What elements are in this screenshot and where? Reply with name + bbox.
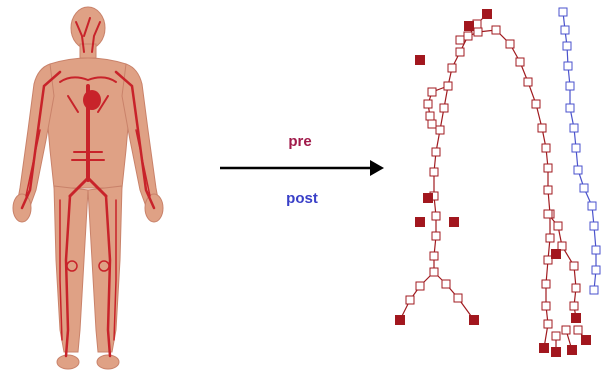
post-graph-node bbox=[561, 26, 569, 34]
pre-graph-node bbox=[546, 234, 554, 242]
pre-graph-node bbox=[558, 242, 566, 250]
pre-graph-node bbox=[570, 262, 578, 270]
post-graph-node bbox=[574, 166, 582, 174]
arrow-head bbox=[370, 160, 384, 176]
pre-graph-node bbox=[430, 252, 438, 260]
pre-graph-node bbox=[456, 36, 464, 44]
pre-graph-nodes bbox=[396, 10, 591, 357]
pre-graph-leaf-node bbox=[552, 348, 561, 357]
pre-graph-leaf-node bbox=[572, 314, 581, 323]
post-graph-node bbox=[563, 42, 571, 50]
post-label: post bbox=[286, 190, 318, 207]
pre-graph-node bbox=[538, 124, 546, 132]
post-graph-node bbox=[592, 246, 600, 254]
pre-graph-node bbox=[544, 164, 552, 172]
pre-graph-node bbox=[444, 82, 452, 90]
post-graph-node bbox=[590, 222, 598, 230]
post-graph-node bbox=[566, 104, 574, 112]
pre-graph-node bbox=[426, 112, 434, 120]
human-body-illustration bbox=[13, 7, 163, 369]
pre-graph-node bbox=[436, 126, 444, 134]
pre-graph-leaf-node bbox=[416, 218, 425, 227]
pre-graph-leaf-node bbox=[396, 316, 405, 325]
pre-graph-leaf-node bbox=[540, 344, 549, 353]
pre-graph-node bbox=[442, 280, 450, 288]
pre-graph-edges bbox=[400, 14, 586, 352]
pre-graph-leaf-node bbox=[450, 218, 459, 227]
pre-graph-node bbox=[448, 64, 456, 72]
pre-graph-node bbox=[464, 32, 472, 40]
pre-graph-node bbox=[428, 88, 436, 96]
pre-graph-node bbox=[432, 148, 440, 156]
pre-graph-node bbox=[428, 120, 436, 128]
pre-graph-node bbox=[432, 232, 440, 240]
pre-graph-node bbox=[473, 20, 481, 28]
post-graph-node bbox=[580, 184, 588, 192]
pre-graph-leaf-node bbox=[470, 316, 479, 325]
pre-graph-node bbox=[454, 294, 462, 302]
post-graph-node bbox=[566, 82, 574, 90]
pre-graph-leaf-node bbox=[582, 336, 591, 345]
pre-graph-leaf-node bbox=[483, 10, 492, 19]
post-graph-node bbox=[588, 202, 596, 210]
pre-graph-node bbox=[506, 40, 514, 48]
transform-arrow: pre post bbox=[220, 133, 384, 207]
post-graph-node bbox=[572, 144, 580, 152]
pre-graph-leaf-node bbox=[416, 56, 425, 65]
pre-graph-node bbox=[544, 186, 552, 194]
post-graph-node bbox=[564, 62, 572, 70]
pre-graph-node bbox=[406, 296, 414, 304]
pre-graph-node bbox=[424, 100, 432, 108]
pre-graph-node bbox=[542, 280, 550, 288]
pre-graph-node bbox=[416, 282, 424, 290]
pre-graph-node bbox=[542, 144, 550, 152]
post-graph-node bbox=[570, 124, 578, 132]
pre-graph-node bbox=[554, 222, 562, 230]
pre-graph-node bbox=[492, 26, 500, 34]
pre-graph-leaf-node bbox=[552, 250, 561, 259]
graph-edge bbox=[400, 272, 434, 320]
pre-graph-node bbox=[552, 332, 560, 340]
pre-graph-node bbox=[570, 302, 578, 310]
pre-graph-node bbox=[572, 284, 580, 292]
pre-graph-node bbox=[430, 268, 438, 276]
vessel-graph bbox=[396, 8, 601, 357]
pre-graph-leaf-node bbox=[568, 346, 577, 355]
pre-graph-node bbox=[562, 326, 570, 334]
pre-graph-node bbox=[474, 28, 482, 36]
pre-graph-node bbox=[544, 210, 552, 218]
pre-graph-node bbox=[532, 100, 540, 108]
graph-edge bbox=[460, 30, 550, 324]
post-graph-node bbox=[592, 266, 600, 274]
post-graph-node bbox=[559, 8, 567, 16]
pre-graph-node bbox=[544, 256, 552, 264]
pre-graph-node bbox=[542, 302, 550, 310]
heart-shape bbox=[83, 90, 101, 110]
post-graph-node bbox=[590, 286, 598, 294]
pre-graph-node bbox=[456, 48, 464, 56]
pre-graph-node bbox=[524, 78, 532, 86]
pre-label: pre bbox=[288, 133, 311, 150]
pre-graph-node bbox=[440, 104, 448, 112]
pre-graph-node bbox=[430, 168, 438, 176]
pre-graph-node bbox=[544, 320, 552, 328]
pre-graph-node bbox=[432, 212, 440, 220]
pre-graph-leaf-node bbox=[424, 194, 433, 203]
pre-graph-node bbox=[574, 326, 582, 334]
body-silhouette bbox=[13, 7, 163, 369]
pre-graph-node bbox=[516, 58, 524, 66]
pre-graph-leaf-node bbox=[465, 22, 474, 31]
